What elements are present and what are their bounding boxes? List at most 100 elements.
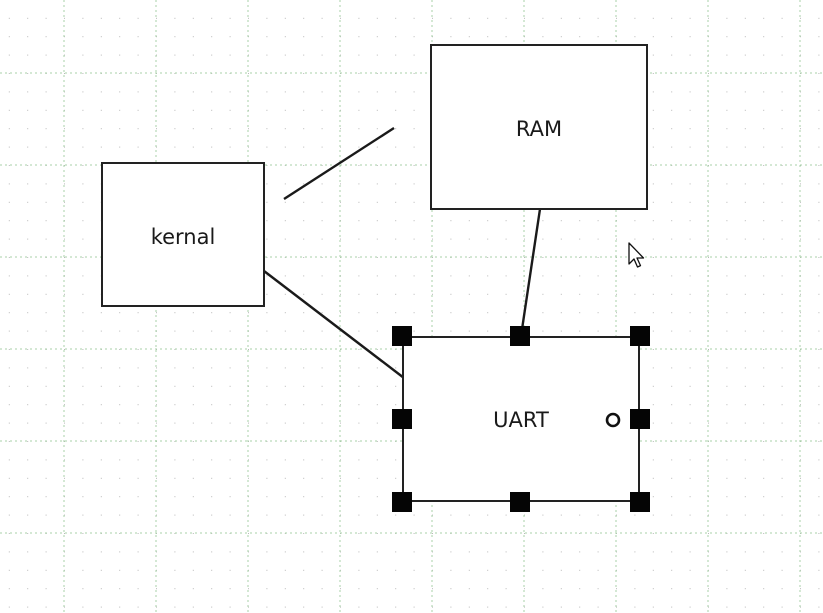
grid-dot [192, 73, 194, 74]
grid-dot [248, 17, 249, 19]
grid-dot [45, 312, 47, 314]
grid-dot [358, 257, 360, 258]
grid-dot [395, 128, 397, 130]
edge-kernal-ram[interactable] [283, 126, 395, 201]
grid-dot [413, 606, 415, 608]
grid-dot [174, 459, 176, 461]
grid-dot [119, 54, 121, 56]
grid-dot [395, 606, 397, 608]
node-uart[interactable]: UART [402, 336, 640, 502]
resize-handle-top[interactable] [510, 326, 530, 346]
grid-dot [119, 477, 121, 479]
grid-dot [27, 36, 29, 38]
grid-dot [340, 606, 341, 608]
grid-dot [358, 606, 360, 608]
grid-dot [579, 588, 581, 590]
grid-dot [284, 459, 286, 461]
grid-dot [818, 238, 820, 240]
grid-dot [100, 91, 102, 93]
grid-dot [174, 146, 176, 148]
grid-dot [211, 477, 213, 479]
grid-dot [560, 238, 562, 240]
grid-dot [395, 109, 397, 111]
grid-dot [524, 533, 525, 534]
grid-dot [8, 128, 10, 130]
grid-dot [321, 54, 323, 56]
grid-dot [27, 17, 29, 19]
grid-dot [266, 569, 268, 571]
grid-dot [100, 36, 102, 38]
grid-dot [8, 109, 10, 111]
grid-dot [781, 36, 783, 38]
grid-dot [781, 73, 783, 74]
grid-dot [303, 422, 305, 424]
grid-dot [211, 128, 213, 130]
grid-dot [818, 36, 820, 38]
edge-ram-uart[interactable] [519, 208, 542, 337]
resize-handle-top-right[interactable] [630, 326, 650, 346]
grid-dot [137, 441, 139, 442]
grid-dot [376, 404, 378, 406]
node-ram-box[interactable] [430, 44, 648, 210]
grid-dot [376, 606, 378, 608]
grid-dot [708, 367, 709, 369]
grid-dot [376, 17, 378, 19]
grid-dot [671, 385, 673, 387]
grid-dot [597, 330, 599, 332]
grid-dot [468, 36, 470, 38]
grid-dot [358, 73, 360, 74]
grid-dot [763, 91, 765, 93]
grid-dot [174, 109, 176, 111]
grid-dot [652, 201, 654, 203]
grid-dot [671, 459, 673, 461]
grid-dot [64, 17, 65, 19]
grid-dot [266, 551, 268, 553]
grid-dot [321, 73, 323, 74]
rotate-handle-icon[interactable] [605, 412, 621, 428]
grid-dot [100, 54, 102, 56]
grid-dot [413, 238, 415, 240]
grid-dot [542, 275, 544, 277]
grid-dot [505, 606, 507, 608]
grid-dot [376, 109, 378, 111]
grid-dot [174, 330, 176, 332]
grid-dot [8, 183, 10, 185]
grid-dot [119, 496, 121, 498]
grid-dot [211, 36, 213, 38]
resize-handle-bottom-left[interactable] [392, 492, 412, 512]
grid-dot [726, 220, 728, 222]
node-ram[interactable]: RAM [430, 44, 648, 210]
grid-dot [560, 312, 562, 314]
node-kernal-box[interactable] [101, 162, 265, 307]
edge-kernal-uart[interactable] [263, 270, 405, 379]
grid-dot [726, 606, 728, 608]
grid-dot [266, 312, 268, 314]
grid-dot [781, 477, 783, 479]
grid-dot [468, 312, 470, 314]
grid-dot [27, 54, 29, 56]
grid-dot [284, 422, 286, 424]
selection-handles [392, 326, 650, 512]
grid-dot [8, 551, 10, 553]
grid-dot [8, 422, 10, 424]
resize-handle-right[interactable] [630, 409, 650, 429]
grid-dot [763, 109, 765, 111]
grid-dot [358, 91, 360, 93]
grid-dot [468, 551, 470, 553]
resize-handle-bottom[interactable] [510, 492, 530, 512]
grid-dot [597, 220, 599, 222]
grid-dot [376, 128, 378, 130]
grid-dot [468, 220, 470, 222]
grid-dot [450, 569, 452, 571]
resize-handle-bottom-right[interactable] [630, 492, 650, 512]
grid-dot [45, 477, 47, 479]
resize-handle-left[interactable] [392, 409, 412, 429]
resize-handle-top-left[interactable] [392, 326, 412, 346]
grid-dot [763, 312, 765, 314]
grid-dot [82, 367, 84, 369]
grid-dot [358, 533, 360, 534]
grid-dot [284, 54, 286, 56]
node-kernal[interactable]: kernal [101, 162, 265, 307]
grid-dot [652, 459, 654, 461]
